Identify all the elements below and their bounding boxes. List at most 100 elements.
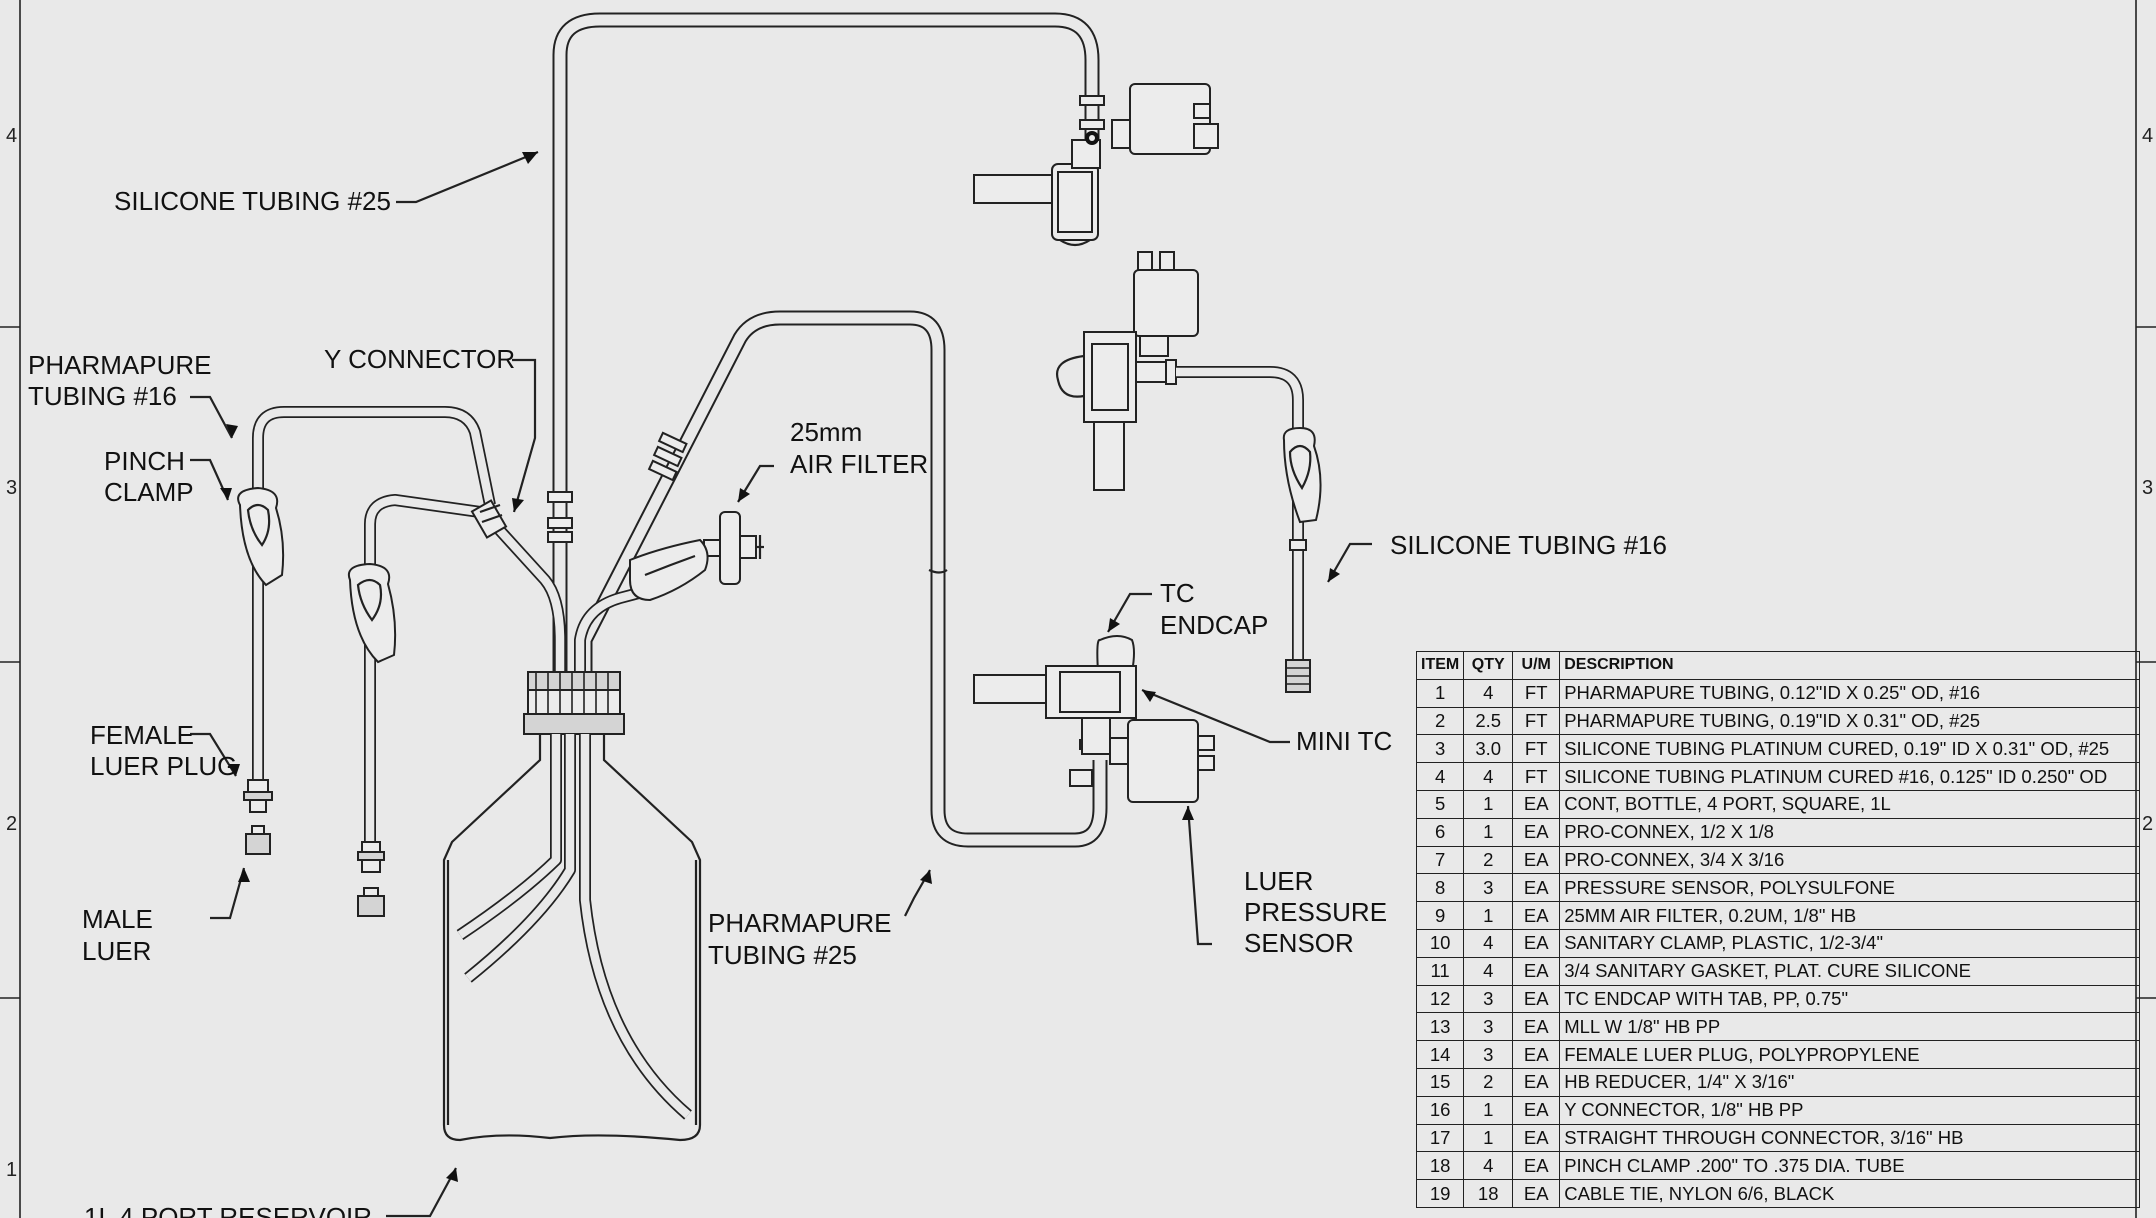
bom-item-cell: 18 bbox=[1415, 1151, 1465, 1181]
bom-qty-cell: 4 bbox=[1463, 1151, 1514, 1181]
bom-um-cell: EA bbox=[1512, 817, 1561, 847]
bom-um-cell: EA bbox=[1512, 956, 1561, 986]
zone-marker-right-4: 4 bbox=[2142, 125, 2153, 147]
bom-um-cell: EA bbox=[1512, 901, 1561, 930]
zone-marker-right-2: 2 bbox=[2142, 813, 2153, 835]
label-y-connector: Y CONNECTOR bbox=[324, 344, 515, 374]
reservoir-bottle bbox=[442, 671, 702, 1142]
bom-description-cell: MLL W 1/8" HB PP bbox=[1559, 1012, 2140, 1042]
bom-um-cell: FT bbox=[1512, 734, 1561, 764]
pinch-clamp-filter bbox=[629, 538, 709, 602]
middle-luer-plug bbox=[357, 841, 385, 917]
cap-ribs bbox=[535, 672, 609, 714]
bom-description-cell: 3/4 SANITARY GASKET, PLAT. CURE SILICONE bbox=[1559, 956, 2140, 986]
bom-qty-cell: 1 bbox=[1463, 1123, 1514, 1153]
bom-item-cell: 15 bbox=[1415, 1067, 1465, 1097]
label-air-filter-line2: AIR FILTER bbox=[790, 449, 928, 479]
zone-marker-left-2: 2 bbox=[6, 813, 17, 835]
bom-item-cell: 7 bbox=[1415, 845, 1465, 875]
mid-right-sensor-assembly bbox=[1055, 251, 1199, 491]
bom-um-cell: FT bbox=[1512, 706, 1561, 736]
y-connector bbox=[470, 499, 508, 539]
bom-um-cell: EA bbox=[1512, 789, 1561, 819]
female-luer-plug bbox=[243, 779, 273, 813]
bom-description-cell: Y CONNECTOR, 1/8" HB PP bbox=[1559, 1095, 2140, 1125]
bom-qty-cell: 1 bbox=[1463, 817, 1514, 847]
bom-item-cell: 6 bbox=[1415, 817, 1465, 847]
bom-qty-cell: 3 bbox=[1463, 1040, 1514, 1069]
pinch-clamp-middle bbox=[348, 562, 397, 664]
bom-qty-cell: 2.5 bbox=[1463, 706, 1514, 736]
bom-description-cell: PRO-CONNEX, 3/4 X 3/16 bbox=[1559, 845, 2140, 875]
bom-description-cell: PHARMAPURE TUBING, 0.19"ID X 0.31" OD, #… bbox=[1559, 706, 2140, 736]
bom-description-cell: 25MM AIR FILTER, 0.2UM, 1/8" HB bbox=[1559, 901, 2140, 930]
label-pharmapure-16-line2: TUBING #16 bbox=[28, 381, 177, 411]
label-luer-sensor-line1: LUER bbox=[1244, 866, 1313, 896]
bom-um-cell: FT bbox=[1512, 762, 1561, 791]
bom-um-cell: EA bbox=[1512, 845, 1561, 875]
bom-item-cell: 14 bbox=[1415, 1040, 1465, 1069]
bom-description-cell: PRESSURE SENSOR, POLYSULFONE bbox=[1559, 873, 2140, 903]
bom-description-cell: SILICONE TUBING PLATINUM CURED #16, 0.12… bbox=[1559, 762, 2140, 791]
bom-item-cell: 17 bbox=[1415, 1123, 1465, 1153]
label-female-luer-line2: LUER PLUG bbox=[90, 751, 237, 781]
bom-qty-cell: 3 bbox=[1463, 984, 1514, 1014]
air-filter bbox=[703, 511, 764, 585]
male-luer bbox=[245, 825, 271, 855]
bom-description-cell: TC ENDCAP WITH TAB, PP, 0.75" bbox=[1559, 984, 2140, 1014]
air-filter-branch bbox=[574, 584, 652, 700]
bom-item-cell: 5 bbox=[1415, 789, 1465, 819]
label-pharmapure-16-line1: PHARMAPURE bbox=[28, 350, 211, 380]
zone-marker-left-3: 3 bbox=[6, 477, 17, 499]
label-pharmapure-25-line1: PHARMAPURE bbox=[708, 908, 891, 938]
silicone-tubing-25 bbox=[552, 12, 1100, 700]
bom-qty-cell: 3.0 bbox=[1463, 734, 1514, 764]
label-pharmapure-25-line2: TUBING #25 bbox=[708, 940, 857, 970]
bom-description-cell: CONT, BOTTLE, 4 PORT, SQUARE, 1L bbox=[1559, 789, 2140, 819]
bom-description-cell: STRAIGHT THROUGH CONNECTOR, 3/16" HB bbox=[1559, 1123, 2140, 1153]
label-silicone-tubing-25: SILICONE TUBING #25 bbox=[114, 186, 391, 216]
bom-description-cell: FEMALE LUER PLUG, POLYPROPYLENE bbox=[1559, 1040, 2140, 1069]
label-tc-endcap-line2: ENDCAP bbox=[1160, 610, 1268, 640]
label-pinch-clamp-line1: PINCH bbox=[104, 446, 185, 476]
bom-um-cell: EA bbox=[1512, 1123, 1561, 1153]
label-luer-sensor-line3: SENSOR bbox=[1244, 928, 1354, 958]
bom-header-qty: QTY bbox=[1463, 651, 1514, 680]
label-silicone-tubing-16: SILICONE TUBING #16 bbox=[1390, 530, 1667, 560]
callout-leaders bbox=[190, 150, 1372, 1218]
bom-item-cell: 1 bbox=[1415, 678, 1465, 708]
bom-item-cell: 10 bbox=[1415, 928, 1465, 958]
zone-marker-right-3: 3 bbox=[2142, 477, 2153, 499]
bom-item-cell: 8 bbox=[1415, 873, 1465, 903]
zone-marker-left-4: 4 bbox=[6, 125, 17, 147]
label-air-filter-line1: 25mm bbox=[790, 417, 862, 447]
bom-qty-cell: 2 bbox=[1463, 1067, 1514, 1097]
bom-header-item: ITEM bbox=[1415, 651, 1465, 680]
bom-qty-cell: 1 bbox=[1463, 901, 1514, 930]
label-tc-endcap-line1: TC bbox=[1160, 578, 1195, 608]
bom-header-row: ITEM QTY U/M DESCRIPTION bbox=[1415, 651, 2140, 680]
label-reservoir: 1L 4 PORT RESERVOIR bbox=[84, 1202, 372, 1218]
bom-qty-cell: 4 bbox=[1463, 956, 1514, 986]
bom-qty-cell: 3 bbox=[1463, 1012, 1514, 1042]
bom-description-cell: PRO-CONNEX, 1/2 X 1/8 bbox=[1559, 817, 2140, 847]
bottom-right-tc-assembly bbox=[973, 635, 1215, 803]
pharmapure-tubing-25 bbox=[577, 310, 1108, 848]
bom-description-cell: SILICONE TUBING PLATINUM CURED, 0.19" ID… bbox=[1559, 734, 2140, 764]
label-male-luer-line2: LUER bbox=[82, 936, 151, 966]
bom-um-cell: EA bbox=[1512, 928, 1561, 958]
